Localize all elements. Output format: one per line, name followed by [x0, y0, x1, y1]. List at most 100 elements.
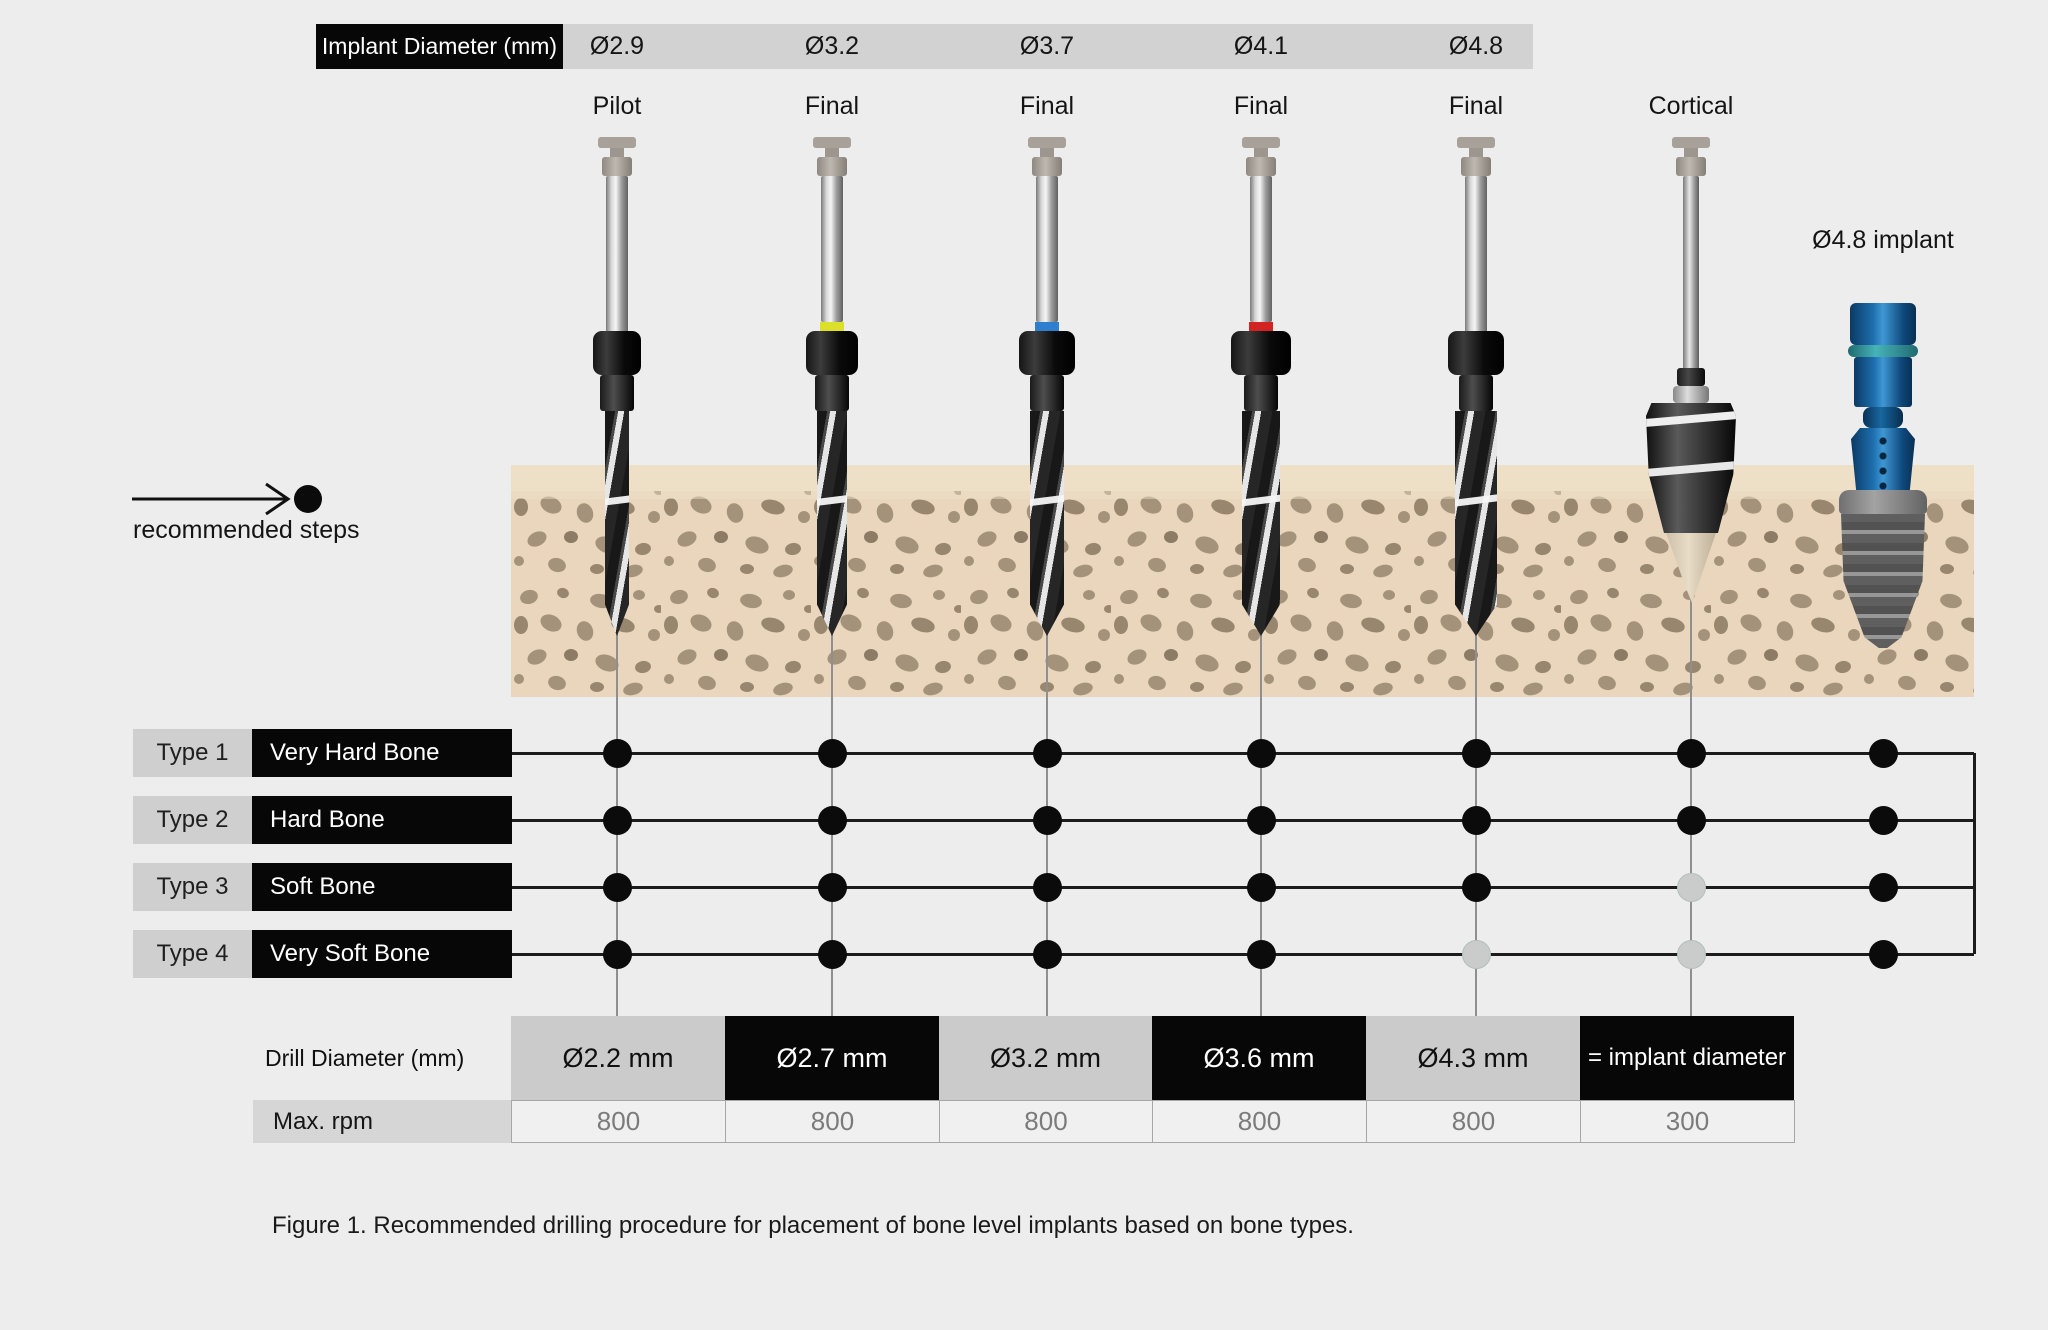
step-dot-black: [1032, 939, 1062, 969]
column-guide-line: [616, 590, 618, 1016]
drill-flute: [605, 411, 629, 636]
barrel-band: [1646, 461, 1736, 477]
drill-latch-cap: [1672, 137, 1710, 148]
drill-shaft: [606, 176, 628, 335]
drill-step-label: Final: [804, 92, 860, 120]
step-dot-black: [1461, 805, 1491, 835]
drill-graphic: [987, 135, 1107, 640]
implant-teal-ring: [1848, 345, 1918, 357]
implant-diameter-value: Ø4.8: [1448, 32, 1504, 60]
implant-threads: [1841, 514, 1925, 648]
drill-latch-base: [1032, 157, 1062, 176]
drill-flute: [1030, 411, 1064, 636]
drill-flute: [1242, 411, 1280, 636]
step-dot-gray: [1676, 939, 1706, 969]
implant-diameter-value: Ø4.1: [1233, 32, 1289, 60]
drill-collar: [593, 331, 641, 375]
max-rpm-label: Max. rpm: [253, 1100, 511, 1143]
implant-flare: [1851, 428, 1915, 490]
bone-type-label: Hard Bone: [252, 796, 512, 844]
implant-diameter-value: Ø3.2: [804, 32, 860, 60]
legend-label: recommended steps: [133, 516, 360, 544]
implant-diameter-header: Implant Diameter (mm): [316, 24, 563, 69]
drill-graphic: [557, 135, 677, 640]
drill-step-label: Cortical: [1648, 92, 1734, 120]
step-dot-black: [817, 738, 847, 768]
step-dot-black: [1032, 738, 1062, 768]
row-line: [512, 885, 1974, 889]
drill-diameter-cell: Ø2.2 mm: [511, 1016, 725, 1100]
drill-shank: [815, 375, 849, 411]
step-dot-black: [1868, 872, 1898, 902]
drill-flute: [817, 411, 847, 636]
drill-graphic: [772, 135, 892, 640]
step-dot-black: [1246, 872, 1276, 902]
step-dot-black: [1868, 738, 1898, 768]
recommended-steps-arrow-icon: [132, 482, 322, 516]
step-dot-black: [1461, 738, 1491, 768]
figure-caption: Figure 1. Recommended drilling procedure…: [272, 1212, 1354, 1239]
drill-diameter-cell: Ø3.2 mm: [939, 1016, 1152, 1100]
bone-type-label: Soft Bone: [252, 863, 512, 911]
row-bracket-line: [1972, 753, 1976, 954]
barrel-band: [1646, 411, 1736, 427]
column-guide-line: [1260, 590, 1262, 1016]
bone-type-label: Very Hard Bone: [252, 729, 512, 777]
drill-latch-cap: [598, 137, 636, 148]
cortical-guide-tip: [1666, 533, 1716, 603]
cortical-drill-graphic: [1631, 135, 1751, 615]
column-guide-line: [1690, 590, 1692, 1016]
drill-collar: [1231, 331, 1291, 375]
drill-shaft: [1250, 176, 1272, 322]
drill-shank: [1459, 375, 1493, 411]
step-dot-black: [1032, 805, 1062, 835]
step-dot-black: [1868, 805, 1898, 835]
step-dot-gray: [1461, 939, 1491, 969]
drill-latch-cap: [1028, 137, 1066, 148]
drill-shank: [1030, 375, 1064, 411]
step-dot-black: [817, 872, 847, 902]
column-guide-line: [1475, 590, 1477, 1016]
implant-label: Ø4.8 implant: [1812, 226, 1954, 254]
drill-step-label: Final: [1019, 92, 1075, 120]
drill-step-label: Final: [1233, 92, 1289, 120]
row-line: [512, 818, 1974, 822]
implant-diameter-value: Ø3.7: [1019, 32, 1075, 60]
drill-depth-band: [817, 494, 847, 506]
drill-latch-base: [1461, 157, 1491, 176]
step-dot-black: [1246, 738, 1276, 768]
step-dot-black: [1676, 738, 1706, 768]
drill-shaft: [821, 176, 843, 322]
max-rpm-cell: 800: [939, 1100, 1153, 1143]
drill-flute: [1455, 411, 1497, 636]
drill-collar: [1019, 331, 1075, 375]
drill-latch-stem: [1254, 148, 1268, 157]
cortical-barrel: [1646, 403, 1736, 533]
implant-diameter-value: Ø2.9: [589, 32, 645, 60]
step-dot-black: [1246, 805, 1276, 835]
drill-diameter-cell: Ø4.3 mm: [1366, 1016, 1580, 1100]
drill-graphic: [1416, 135, 1536, 640]
step-dot-black: [1461, 872, 1491, 902]
drill-depth-band: [605, 495, 629, 505]
drill-depth-band: [1030, 494, 1064, 506]
step-dot-black: [1676, 805, 1706, 835]
max-rpm-cell: 800: [1366, 1100, 1581, 1143]
drill-collar: [1677, 368, 1705, 386]
drill-latch-base: [602, 157, 632, 176]
drill-shank: [600, 375, 634, 411]
step-dot-black: [817, 939, 847, 969]
step-dot-black: [1868, 939, 1898, 969]
drill-graphic: [1201, 135, 1321, 640]
bone-type-label: Very Soft Bone: [252, 930, 512, 978]
bone-type-badge: Type 1: [133, 729, 252, 777]
drill-diameter-cell: Ø2.7 mm: [725, 1016, 939, 1100]
max-rpm-cell: 800: [1152, 1100, 1367, 1143]
drill-latch-stem: [610, 148, 624, 157]
drill-depth-band: [1242, 494, 1280, 506]
step-dot-black: [817, 805, 847, 835]
step-dot-black: [602, 939, 632, 969]
drill-diameter-label: Drill Diameter (mm): [265, 1045, 465, 1071]
bone-type-badge: Type 3: [133, 863, 252, 911]
drill-step-label: Pilot: [592, 92, 642, 120]
